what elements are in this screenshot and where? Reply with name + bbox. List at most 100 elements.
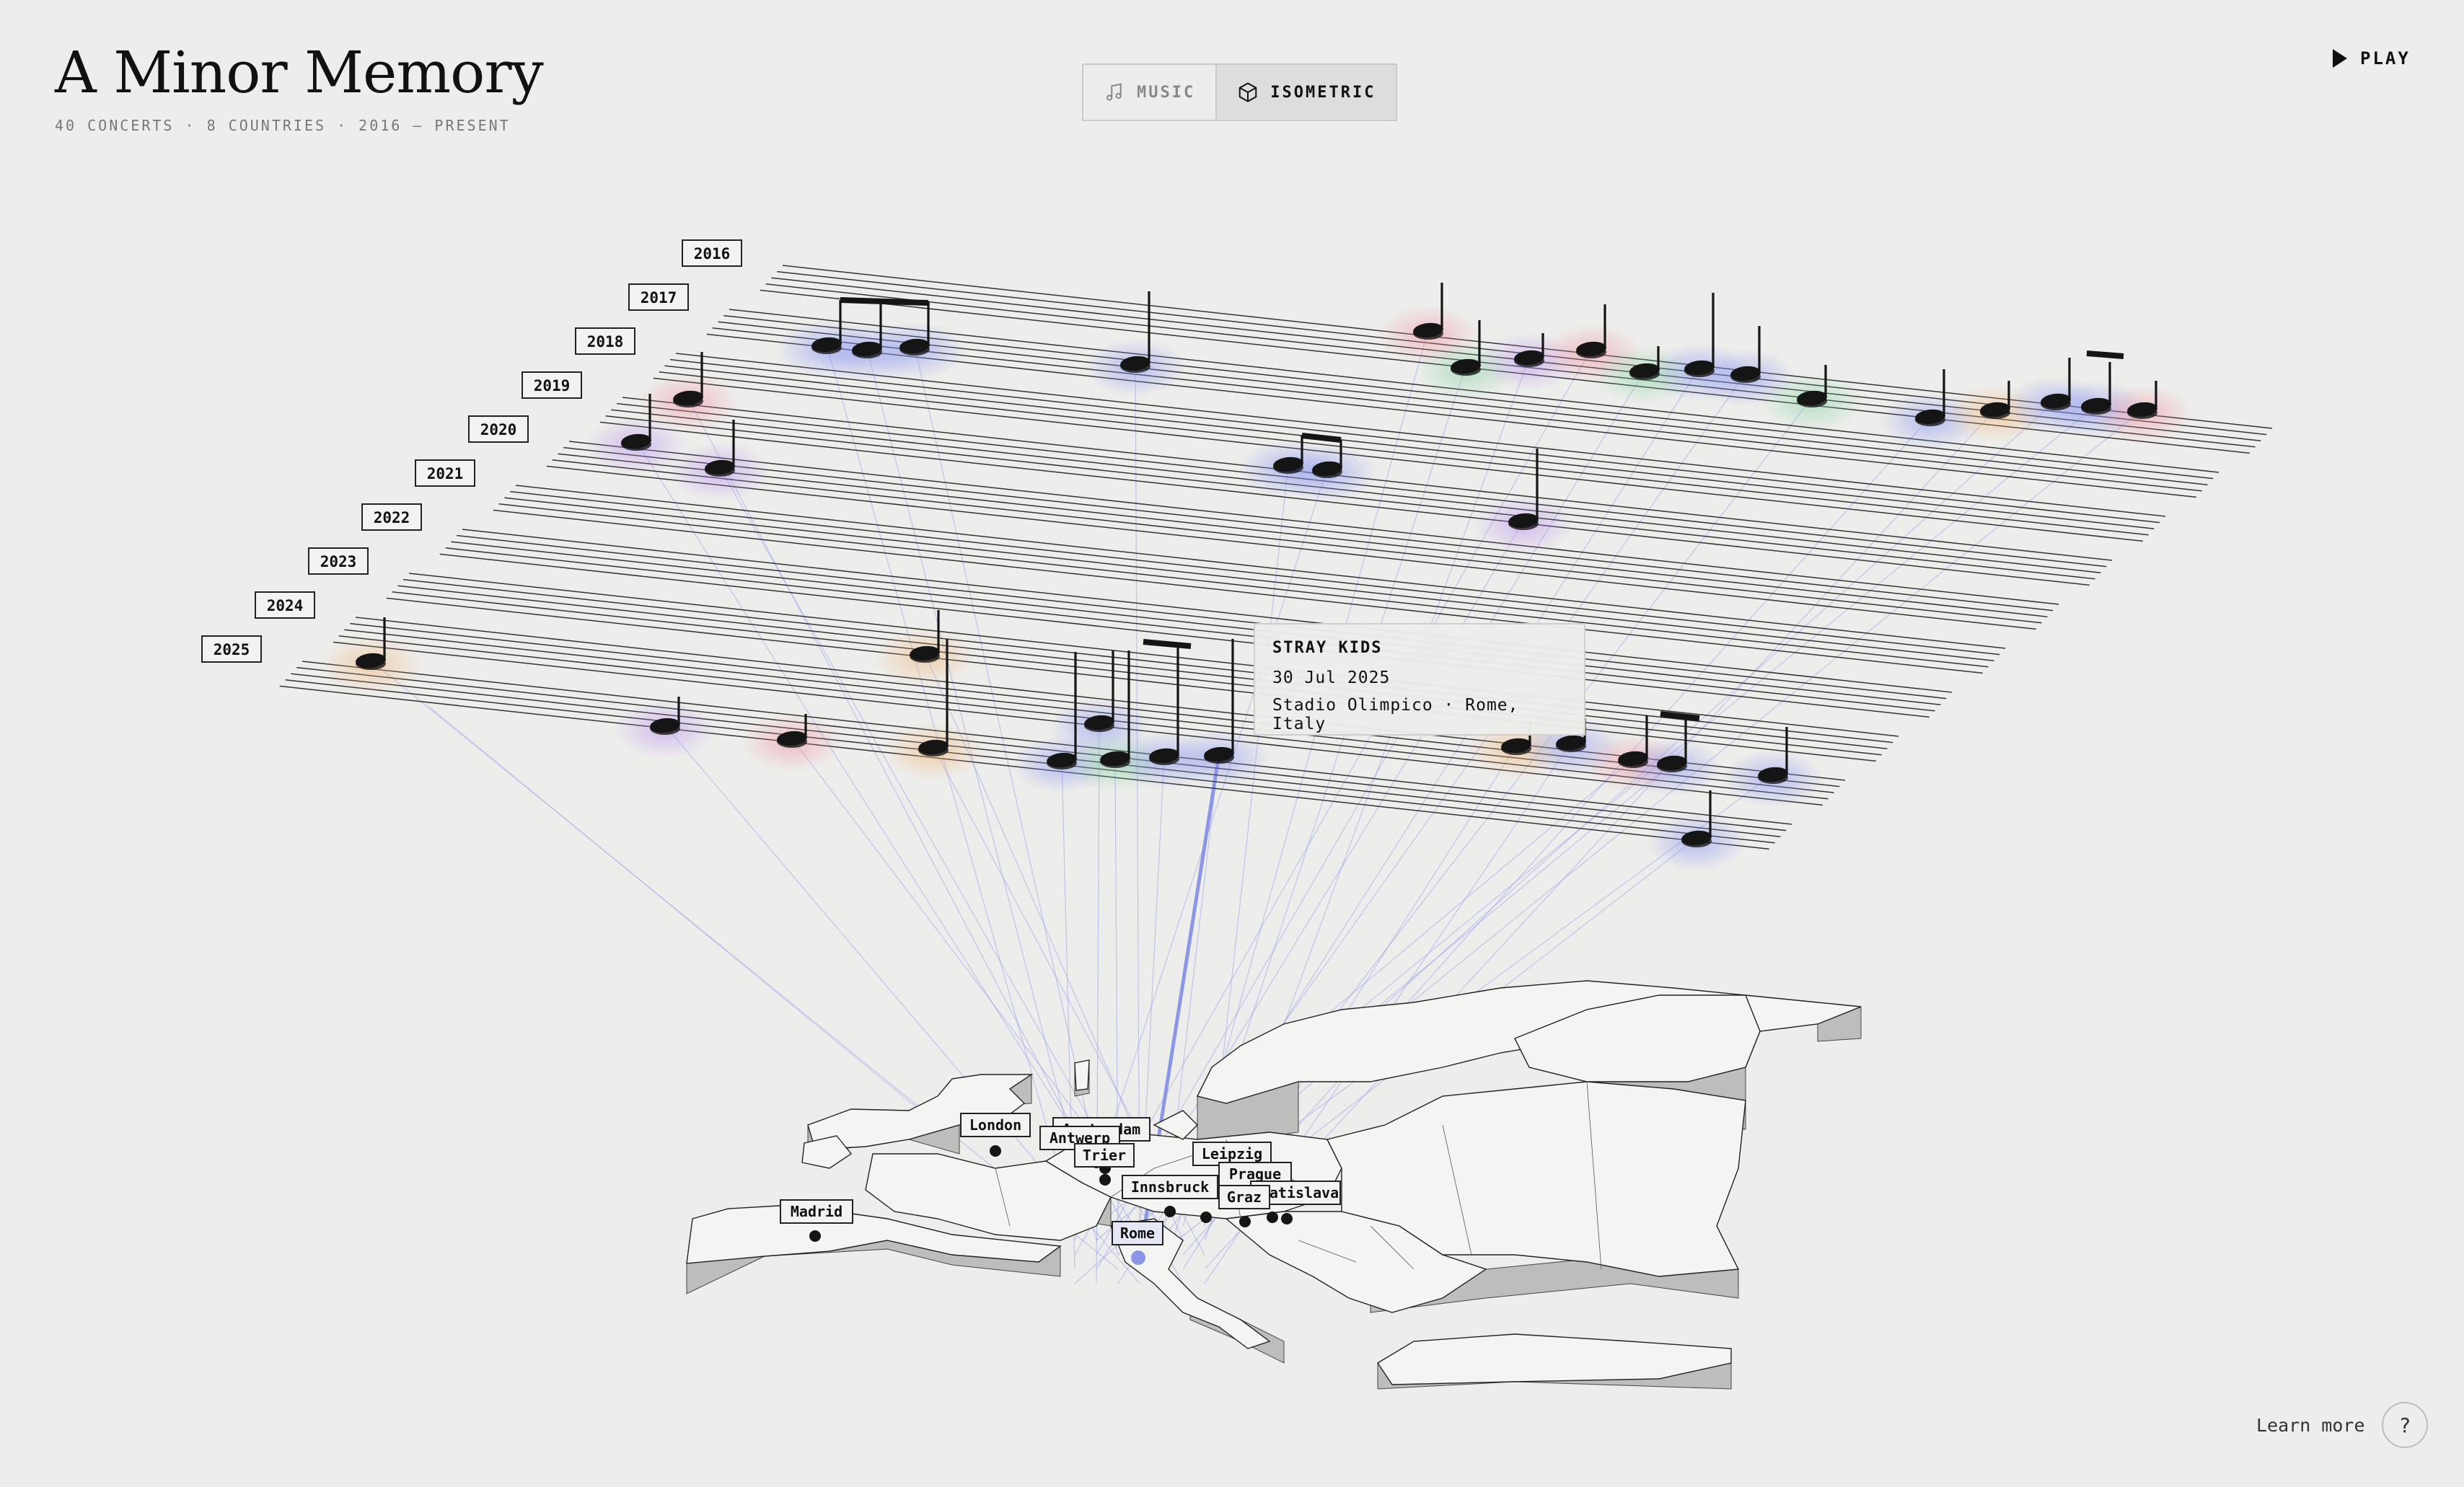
concert-note[interactable] (1555, 718, 1587, 752)
city-dot[interactable] (1239, 1216, 1251, 1227)
city-dot[interactable] (1131, 1250, 1145, 1265)
city-dot[interactable] (1099, 1174, 1111, 1186)
learn-more-link[interactable]: Learn more (2256, 1415, 2365, 1436)
concert-note[interactable] (1979, 381, 2011, 419)
concert-note[interactable] (811, 300, 842, 354)
year-label-text: 2021 (427, 465, 464, 482)
concert-note[interactable] (2040, 358, 2072, 410)
staff-line (451, 541, 1941, 705)
city-dot[interactable] (1164, 1206, 1176, 1217)
year-label-2017: 2017 (628, 283, 689, 311)
staff-line (439, 553, 1930, 718)
iceland-fragment (1074, 1059, 1090, 1091)
city-label-madrid[interactable]: Madrid (780, 1199, 853, 1224)
concert-note[interactable] (851, 304, 883, 358)
concert-note[interactable] (355, 617, 387, 670)
city-label-graz[interactable]: Graz (1218, 1185, 1270, 1209)
page-subtitle: 40 CONCERTS · 8 COUNTRIES · 2016 – PRESE… (55, 117, 511, 134)
concert-note[interactable] (899, 301, 930, 356)
concert-note[interactable] (1684, 293, 1715, 377)
concert-note[interactable] (1575, 304, 1607, 358)
city-label-leipzig[interactable]: Leipzig (1192, 1142, 1272, 1166)
city-label-london[interactable]: London (960, 1113, 1031, 1137)
mode-music-button[interactable]: MUSIC (1083, 65, 1215, 120)
concert-note[interactable] (1629, 346, 1660, 380)
concert-note[interactable] (704, 420, 736, 477)
city-label-text: London (969, 1116, 1021, 1134)
concert-connection (1182, 416, 1931, 1256)
concert-note[interactable] (1513, 333, 1545, 367)
city-dot[interactable] (1267, 1212, 1278, 1223)
city-dot[interactable] (990, 1145, 1001, 1157)
concert-note[interactable] (1083, 650, 1115, 732)
tooltip-date: 30 Jul 2025 (1272, 669, 1391, 687)
concert-note[interactable] (1148, 648, 1180, 765)
city-label-trier[interactable]: Trier (1074, 1143, 1135, 1168)
city-label-text: Rome (1120, 1225, 1155, 1242)
concert-note[interactable] (1617, 715, 1649, 768)
staff-line (408, 573, 1899, 737)
concert-note[interactable] (1311, 440, 1343, 478)
concert-note[interactable] (1119, 291, 1151, 373)
staff-line (392, 591, 1882, 756)
year-label-2022: 2022 (361, 503, 422, 531)
turkey (1377, 1333, 1732, 1385)
concert-note[interactable] (1656, 720, 1688, 772)
concert-note[interactable] (1730, 326, 1761, 383)
concert-note[interactable] (1796, 365, 1828, 407)
concert-connection (826, 344, 1075, 1227)
year-label-text: 2016 (694, 245, 731, 262)
staff-line (568, 441, 2059, 605)
concert-note[interactable] (776, 714, 808, 748)
concert-note[interactable] (1450, 320, 1482, 376)
concert-note[interactable] (918, 639, 949, 756)
concert-note[interactable] (909, 610, 941, 663)
concert-note[interactable] (2080, 362, 2112, 415)
year-label-2023: 2023 (308, 547, 369, 575)
note-beam (1301, 433, 1342, 443)
concert-note[interactable] (1757, 727, 1789, 784)
concert-note[interactable] (1681, 790, 1712, 847)
concert-note[interactable] (1272, 436, 1304, 474)
year-label-2019: 2019 (522, 371, 582, 399)
concert-note[interactable] (1203, 639, 1235, 764)
city-label-innsbruck[interactable]: Innsbruck (1122, 1175, 1218, 1199)
tooltip-venue: Stadio Olimpico · Rome, Italy (1272, 696, 1519, 733)
concert-note[interactable] (620, 394, 652, 451)
year-label-text: 2023 (320, 553, 357, 570)
city-label-text: Trier (1083, 1147, 1126, 1164)
city-dot[interactable] (809, 1230, 821, 1242)
concert-note[interactable] (1412, 283, 1444, 340)
city-dot[interactable] (1281, 1213, 1293, 1225)
play-button[interactable]: PLAY (2331, 48, 2411, 69)
staff-line (670, 358, 2160, 524)
staff-line (563, 446, 2054, 612)
concert-note[interactable] (1099, 650, 1131, 768)
concert-connection (687, 397, 1140, 1256)
concert-note[interactable] (1508, 449, 1539, 530)
concert-note[interactable] (649, 697, 681, 735)
city-label-rome[interactable]: Rome (1112, 1221, 1163, 1245)
city-dot[interactable] (1200, 1212, 1212, 1223)
year-label-2024: 2024 (255, 591, 315, 619)
denmark (1153, 1110, 1198, 1140)
year-label-text: 2019 (534, 377, 571, 394)
city-label-antwerp[interactable]: Antwerp (1039, 1126, 1120, 1150)
staff-line (546, 465, 2036, 630)
staff-line (653, 377, 2143, 542)
note-beam (1660, 711, 1700, 721)
concert-note[interactable] (672, 352, 704, 407)
staff-line (718, 321, 2208, 485)
city-labels: LondonAmsterdamAntwerpTrierLeipzigPrague… (780, 1113, 1341, 1245)
concert-note[interactable] (1914, 369, 1946, 426)
staff-line (552, 459, 2042, 624)
city-label-text: Graz (1227, 1188, 1262, 1206)
mode-isometric-button[interactable]: ISOMETRIC (1215, 65, 1396, 120)
year-label-text: 2022 (374, 509, 410, 526)
concert-note[interactable] (1046, 652, 1078, 769)
year-label-text: 2024 (267, 597, 304, 614)
staff-line (457, 534, 1947, 700)
help-button[interactable]: ? (2382, 1402, 2428, 1448)
concert-note[interactable] (2126, 381, 2158, 419)
